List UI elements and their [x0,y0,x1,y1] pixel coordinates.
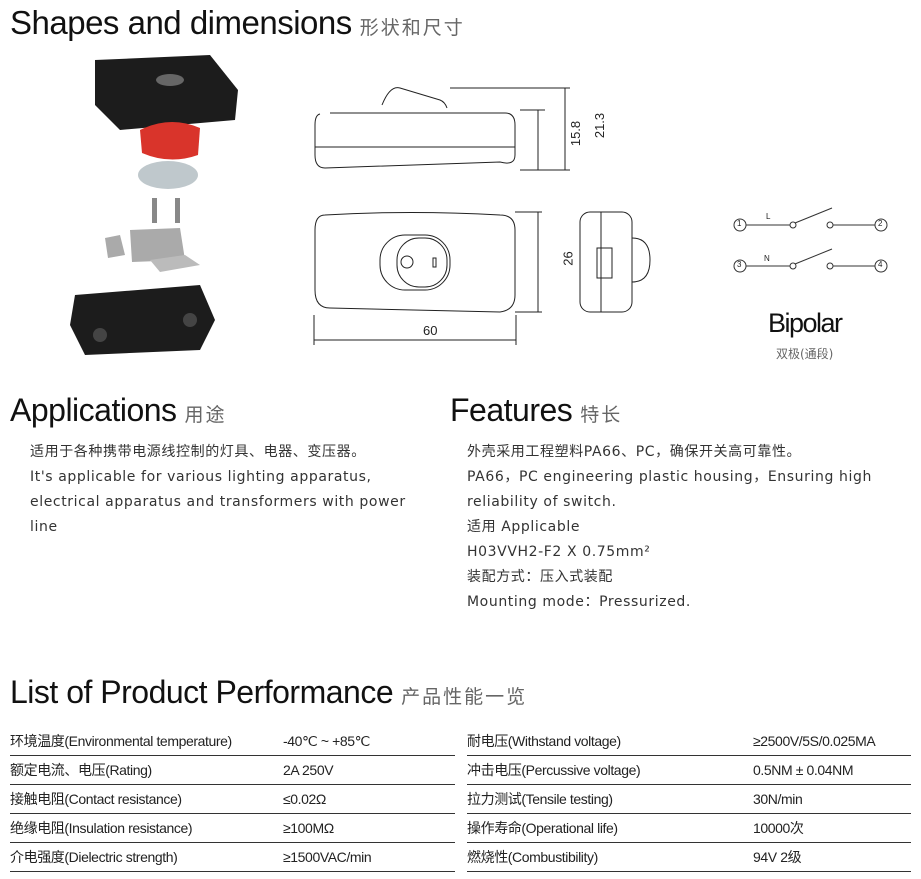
performance-value: 10000次 [753,813,911,843]
performance-row: 接触电阻(Contact resistance)≤0.02Ω [10,784,455,814]
terminal-3: 3 [737,260,742,269]
performance-row: 冲击电压(Percussive voltage)0.5NM ± 0.04NM [467,755,911,785]
features-title-cn: 特长 [580,404,623,426]
wiring-diagram [733,207,888,273]
terminal-2: 2 [878,219,883,228]
features-text: 外壳采用工程塑料PA66、PC，确保开关高可靠性。 PA66，PC engine… [467,440,872,615]
performance-label: 冲击电压(Percussive voltage) [467,755,753,785]
text-line: H03VVH2-F2 X 0.75mm² [467,544,651,560]
shapes-title: Shapes and dimensions [10,4,352,41]
performance-value: 0.5NM ± 0.04NM [753,755,911,785]
performance-label: 拉力测试(Tensile testing) [467,784,753,814]
performance-row: 耐电压(Withstand voltage)≥2500V/5S/0.025MA [467,727,911,756]
performance-title: List of Product Performance [10,674,394,710]
text-line: 适用于各种携带电源线控制的灯具、电器、变压器。 [30,444,366,460]
text-line: 适用 Applicable [467,519,581,535]
dim-height-body: 15.8 [568,120,584,147]
performance-value: ≥1500VAC/min [283,842,455,872]
performance-value: 2A 250V [283,755,455,785]
performance-label: 环境温度(Environmental temperature) [10,727,283,756]
performance-value: 94V 2级 [753,842,911,872]
performance-row: 操作寿命(Operational life)10000次 [467,813,911,843]
shapes-heading: Shapes and dimensions 形状和尺寸 [10,4,465,42]
wiring-type: Bipolar [768,308,843,338]
performance-heading: List of Product Performance 产品性能一览 [10,674,527,711]
performance-row: 燃烧性(Combustibility)94V 2级 [467,842,911,872]
text-line: It's applicable for various lighting app… [30,469,372,485]
performance-row: 介电强度(Dielectric strength)≥1500VAC/min [10,842,455,872]
text-line: reliability of switch. [467,494,617,510]
terminal-1: 1 [737,219,742,228]
text-line: line [30,519,58,535]
applications-title-cn: 用途 [184,404,227,426]
line-label-n: N [764,254,770,263]
performance-value: ≥100MΩ [283,813,455,843]
performance-label: 绝缘电阻(Insulation resistance) [10,813,283,843]
text-line: electrical apparatus and transformers wi… [30,494,406,510]
dim-width: 26 [560,251,576,266]
performance-value: -40℃ ~ +85℃ [283,727,455,756]
line-label-l: L [766,212,771,221]
performance-label: 燃烧性(Combustibility) [467,842,753,872]
performance-row: 环境温度(Environmental temperature)-40℃ ~ +8… [10,727,455,756]
text-line: 装配方式：压入式装配 [467,569,613,585]
dim-height-total: 21.3 [592,112,608,139]
performance-value: 30N/min [753,784,911,814]
dimension-drawing [313,87,651,345]
text-line: PA66，PC engineering plastic housing，Ensu… [467,469,872,485]
features-heading: Features 特长 [450,392,622,429]
performance-label: 介电强度(Dielectric strength) [10,842,283,872]
performance-label: 接触电阻(Contact resistance) [10,784,283,814]
performance-value: ≤0.02Ω [283,784,455,814]
applications-text: 适用于各种携带电源线控制的灯具、电器、变压器。 It's applicable … [30,440,406,540]
wiring-type-cn: 双极(通段) [776,347,834,361]
performance-row: 绝缘电阻(Insulation resistance)≥100MΩ [10,813,455,843]
performance-value: ≥2500V/5S/0.025MA [753,727,911,756]
performance-label: 耐电压(Withstand voltage) [467,727,753,756]
performance-title-cn: 产品性能一览 [401,686,528,708]
applications-heading: Applications 用途 [10,392,227,429]
performance-row: 额定电流、电压(Rating)2A 250V [10,755,455,785]
text-line: Mounting mode：Pressurized. [467,594,691,610]
text-line: 外壳采用工程塑料PA66、PC，确保开关高可靠性。 [467,444,802,460]
features-title: Features [450,392,573,428]
performance-label: 操作寿命(Operational life) [467,813,753,843]
shapes-title-cn: 形状和尺寸 [359,17,465,39]
performance-label: 额定电流、电压(Rating) [10,755,283,785]
performance-row: 拉力测试(Tensile testing)30N/min [467,784,911,814]
dim-length: 60 [423,323,438,338]
applications-title: Applications [10,392,177,428]
performance-table-left: 环境温度(Environmental temperature)-40℃ ~ +8… [10,727,455,872]
exploded-view-image [70,55,238,355]
terminal-4: 4 [878,260,883,269]
